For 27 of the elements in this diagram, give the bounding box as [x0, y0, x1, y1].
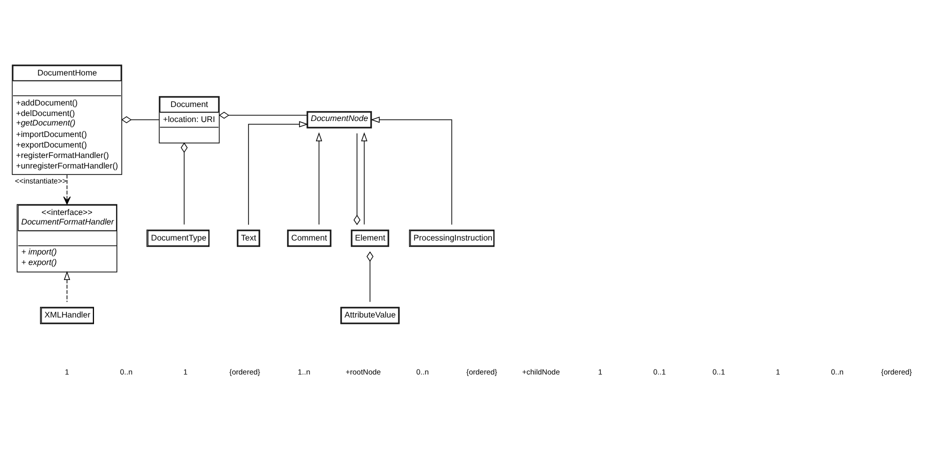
- arrow: [361, 132, 368, 225]
- label: 1: [598, 367, 602, 376]
- label: 0..n: [416, 367, 429, 376]
- label: 0..1: [712, 367, 726, 376]
- label: +rootNode: [346, 367, 381, 376]
- label: {ordered}: [229, 367, 260, 376]
- edge-label: <<instantiate>>: [14, 176, 67, 186]
- connector: [121, 116, 160, 124]
- label: 0..n: [120, 367, 133, 376]
- connector: [218, 112, 308, 119]
- label: 1: [776, 367, 780, 376]
- label: 1..n: [298, 367, 310, 376]
- label: 1: [64, 367, 70, 376]
- arrow: [64, 271, 70, 302]
- connector: [180, 142, 188, 225]
- label: {ordered}: [881, 367, 912, 376]
- label: 0..n: [830, 367, 844, 376]
- label: 0..1: [653, 367, 666, 376]
- label: +childNode: [522, 367, 560, 376]
- arrow: [370, 116, 452, 226]
- connector: [366, 251, 374, 302]
- label: {ordered}: [466, 367, 498, 376]
- arrow: [248, 121, 308, 226]
- connector: [354, 132, 360, 226]
- arrow: [63, 174, 71, 205]
- label: 1: [183, 367, 188, 376]
- arrow: [316, 132, 322, 225]
